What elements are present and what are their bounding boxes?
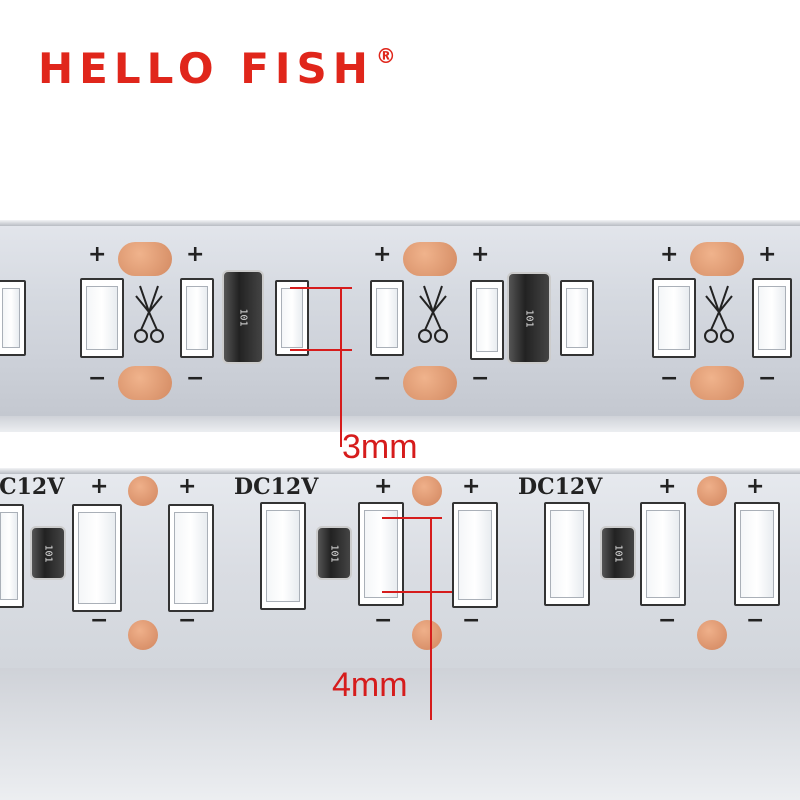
- led-chip: [168, 504, 214, 612]
- cut-scissors-icon: [418, 285, 448, 343]
- solder-pad: [128, 476, 158, 506]
- led-chip: [544, 502, 590, 606]
- plus-sign: +: [88, 242, 107, 267]
- measure-line: [340, 287, 342, 447]
- solder-pad: [412, 620, 442, 650]
- led-chip: [640, 502, 686, 606]
- minus-sign: −: [462, 608, 481, 633]
- minus-sign: −: [373, 366, 392, 391]
- minus-sign: −: [88, 366, 107, 391]
- led-chip: [560, 280, 594, 356]
- led-chip: [358, 502, 404, 606]
- voltage-label: DC12V: [234, 474, 319, 500]
- solder-pad: [690, 242, 744, 276]
- voltage-label: DC12V: [0, 474, 65, 500]
- led-chip: [72, 504, 122, 612]
- measure-line: [382, 591, 452, 593]
- strip-shadow: [0, 416, 800, 432]
- led-chip: [260, 502, 306, 610]
- dimension-label: 3mm: [342, 428, 418, 466]
- solder-pad: [118, 366, 172, 400]
- plus-sign: +: [462, 474, 481, 499]
- minus-sign: −: [658, 608, 677, 633]
- measure-line: [290, 287, 352, 289]
- led-chip: [0, 504, 24, 608]
- plus-sign: +: [186, 242, 205, 267]
- solder-pad: [118, 242, 172, 276]
- plus-sign: +: [746, 474, 765, 499]
- resistor-code: 101: [328, 543, 340, 563]
- resistor: 101: [507, 272, 551, 364]
- resistor-code: 101: [237, 307, 249, 327]
- strip-edge: [0, 220, 800, 226]
- resistor: 101: [316, 526, 352, 580]
- measure-line: [382, 517, 442, 519]
- resistor: 101: [600, 526, 636, 580]
- minus-sign: −: [471, 366, 490, 391]
- led-strip-top: + + + + + + − − − − − − 101 101: [0, 220, 800, 416]
- brand-logo: HELLO FISH®: [38, 44, 396, 93]
- led-chip: [0, 280, 26, 356]
- led-chip: [452, 502, 498, 608]
- dimension-label: 4mm: [332, 666, 408, 704]
- solder-pad: [690, 366, 744, 400]
- measure-line: [290, 349, 352, 351]
- solder-pad: [412, 476, 442, 506]
- measure-line: [430, 517, 432, 720]
- minus-sign: −: [374, 608, 393, 633]
- minus-sign: −: [90, 608, 109, 633]
- led-chip: [752, 278, 792, 358]
- led-chip: [275, 280, 309, 356]
- plus-sign: +: [178, 474, 197, 499]
- plus-sign: +: [758, 242, 777, 267]
- registered-mark: ®: [375, 44, 396, 68]
- plus-sign: +: [471, 242, 490, 267]
- table-surface: [0, 668, 800, 800]
- resistor-code: 101: [42, 543, 54, 563]
- led-chip: [80, 278, 124, 358]
- resistor: 101: [222, 270, 264, 364]
- brand-name: HELLO FISH: [38, 44, 374, 93]
- solder-pad: [697, 620, 727, 650]
- minus-sign: −: [660, 366, 679, 391]
- led-chip: [370, 280, 404, 356]
- resistor: 101: [30, 526, 66, 580]
- solder-pad: [128, 620, 158, 650]
- plus-sign: +: [374, 474, 393, 499]
- voltage-label: DC12V: [518, 474, 603, 500]
- solder-pad: [403, 242, 457, 276]
- plus-sign: +: [660, 242, 679, 267]
- solder-pad: [697, 476, 727, 506]
- plus-sign: +: [373, 242, 392, 267]
- plus-sign: +: [658, 474, 677, 499]
- led-chip: [180, 278, 214, 358]
- minus-sign: −: [178, 608, 197, 633]
- resistor-code: 101: [523, 308, 535, 328]
- plus-sign: +: [90, 474, 109, 499]
- minus-sign: −: [186, 366, 205, 391]
- minus-sign: −: [746, 608, 765, 633]
- cut-scissors-icon: [134, 285, 164, 343]
- led-chip: [470, 280, 504, 360]
- resistor-code: 101: [612, 543, 624, 563]
- minus-sign: −: [758, 366, 777, 391]
- strip-edge: [0, 468, 800, 474]
- cut-scissors-icon: [704, 285, 734, 343]
- solder-pad: [403, 366, 457, 400]
- led-chip: [652, 278, 696, 358]
- led-strip-bottom: DC12V DC12V DC12V + + + + + + − − − − − …: [0, 468, 800, 668]
- led-chip: [734, 502, 780, 606]
